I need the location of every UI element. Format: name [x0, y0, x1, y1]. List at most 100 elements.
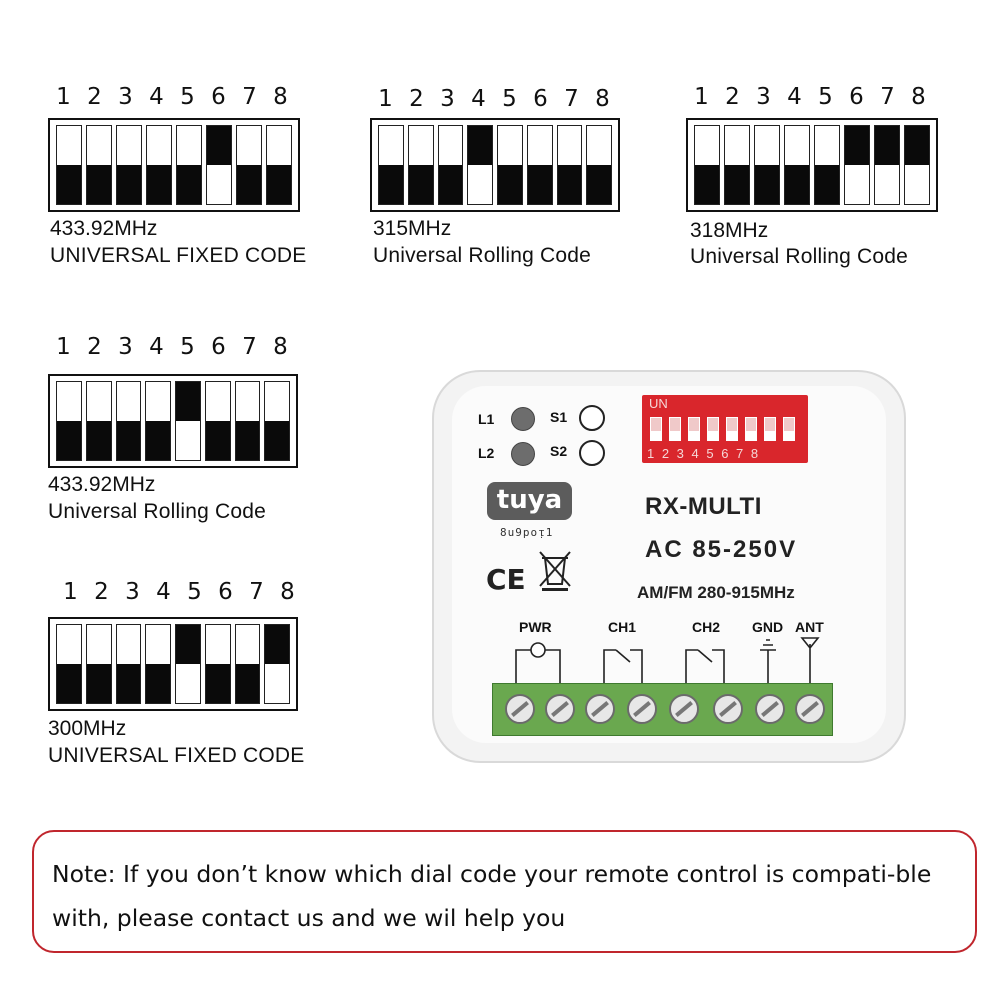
dip-switch-1 [56, 381, 82, 461]
dip-switch-knob [147, 165, 171, 204]
terminal-screw-2[interactable] [545, 694, 575, 724]
switch-number-4: 4 [156, 579, 171, 605]
dip-switch-3 [115, 381, 142, 461]
switch-number-8: 8 [273, 84, 288, 110]
red-dip-lever-knob [746, 431, 756, 440]
red-dip-lever-2[interactable] [669, 417, 681, 441]
code-mode-label-4: Universal Rolling Code [48, 500, 266, 523]
dip-switch-knob [87, 165, 111, 204]
red-dip-lever-1[interactable] [650, 417, 662, 441]
dip-switch-7 [234, 381, 261, 461]
dip-switch-knob [725, 165, 749, 204]
red-dip-lever-6[interactable] [745, 417, 757, 441]
dip-switch-6 [206, 125, 232, 205]
frequency-label-1: 433.92MHz [50, 217, 158, 240]
dip-switch-knob [116, 421, 141, 460]
switch-number-7: 7 [880, 84, 895, 110]
dip-switch-knob [205, 421, 230, 460]
code-mode-label-2: Universal Rolling Code [373, 244, 591, 267]
wiring-schematic-lines [515, 637, 820, 684]
dip-switch-knob [146, 664, 170, 703]
dip-switch-box-2 [370, 118, 620, 212]
terminal-screw-4[interactable] [627, 694, 657, 724]
dip-switch-8 [264, 381, 290, 461]
switch-number-5: 5 [187, 579, 202, 605]
red-dip-switch[interactable]: UN 1 2 3 4 5 6 7 8 [642, 395, 808, 463]
dip-switch-knob [845, 126, 869, 165]
switch-number-2: 2 [409, 86, 424, 112]
dip-switch-4 [145, 381, 171, 461]
switch-number-7: 7 [564, 86, 579, 112]
frequency-label-4: 433.92MHz [48, 473, 156, 496]
s1-button[interactable] [579, 405, 605, 431]
red-dip-lever-knob [727, 431, 737, 440]
switch-number-4: 4 [471, 86, 486, 112]
dip-switch-7 [236, 125, 262, 205]
dip-switch-knob [267, 165, 291, 204]
dip-switch-knob [438, 165, 463, 204]
terminal-screw-1[interactable] [505, 694, 535, 724]
dip-switch-7 [234, 624, 261, 704]
red-dip-lever-8[interactable] [783, 417, 795, 441]
switch-number-7: 7 [242, 84, 257, 110]
dip-switch-knob [755, 165, 779, 204]
terminal-screw-7[interactable] [755, 694, 785, 724]
switch-number-8: 8 [273, 334, 288, 360]
red-dip-lever-7[interactable] [764, 417, 776, 441]
switch-number-1: 1 [56, 84, 71, 110]
switch-number-4: 4 [149, 334, 164, 360]
switch-number-3: 3 [118, 84, 133, 110]
dip-switch-knob [116, 664, 141, 703]
dip-switch-knob [265, 421, 289, 460]
dip-switch-knob [235, 664, 260, 703]
terminal-screw-5[interactable] [669, 694, 699, 724]
dip-switch-knob [235, 421, 260, 460]
switch-number-6: 6 [533, 86, 548, 112]
frequency-label-5: 300MHz [48, 717, 127, 740]
tuya-logo: tuya [487, 482, 572, 520]
terminal-screw-8[interactable] [795, 694, 825, 724]
switch-number-5: 5 [818, 84, 833, 110]
switch-number-3: 3 [756, 84, 771, 110]
switch-number-1: 1 [378, 86, 393, 112]
dip-switch-8 [266, 125, 292, 205]
red-dip-lever-5[interactable] [726, 417, 738, 441]
switch-number-1: 1 [56, 334, 71, 360]
switch-number-2: 2 [87, 84, 102, 110]
red-dip-lever-4[interactable] [707, 417, 719, 441]
dip-switch-3 [437, 125, 464, 205]
switch-number-4: 4 [149, 84, 164, 110]
switch-number-3: 3 [440, 86, 455, 112]
dip-switch-5 [814, 125, 840, 205]
switch-number-2: 2 [94, 579, 109, 605]
dip-switch-8 [904, 125, 930, 205]
dip-switch-knob [86, 664, 111, 703]
dip-switch-knob [379, 165, 403, 204]
note-text: Note: If you don’t know which dial code … [52, 860, 932, 932]
dip-switch-knob [177, 165, 201, 204]
terminal-screw-6[interactable] [713, 694, 743, 724]
red-dip-lever-3[interactable] [688, 417, 700, 441]
led-label-l2: L2 [478, 445, 495, 461]
dip-switch-1 [56, 624, 82, 704]
dip-switch-box-3 [686, 118, 938, 212]
red-dip-lever-knob [708, 431, 718, 440]
dip-switch-knob [468, 126, 492, 165]
ce-mark: CE [486, 563, 526, 596]
terminal-screw-3[interactable] [585, 694, 615, 724]
dip-switch-8 [264, 624, 290, 704]
dip-switch-4 [467, 125, 493, 205]
dip-switch-3 [754, 125, 780, 205]
terminal-label-gnd: GND [752, 619, 784, 635]
dip-switch-knob [146, 421, 170, 460]
tuya-sub-text: 8u9poᴉ1 [500, 526, 554, 539]
dip-switch-6 [204, 381, 231, 461]
frequency-label-2: 315MHz [373, 217, 452, 240]
dip-switch-knob [785, 165, 809, 204]
switch-number-7: 7 [242, 334, 257, 360]
frequency-label-3: 318MHz [690, 219, 769, 242]
s2-button[interactable] [579, 440, 605, 466]
